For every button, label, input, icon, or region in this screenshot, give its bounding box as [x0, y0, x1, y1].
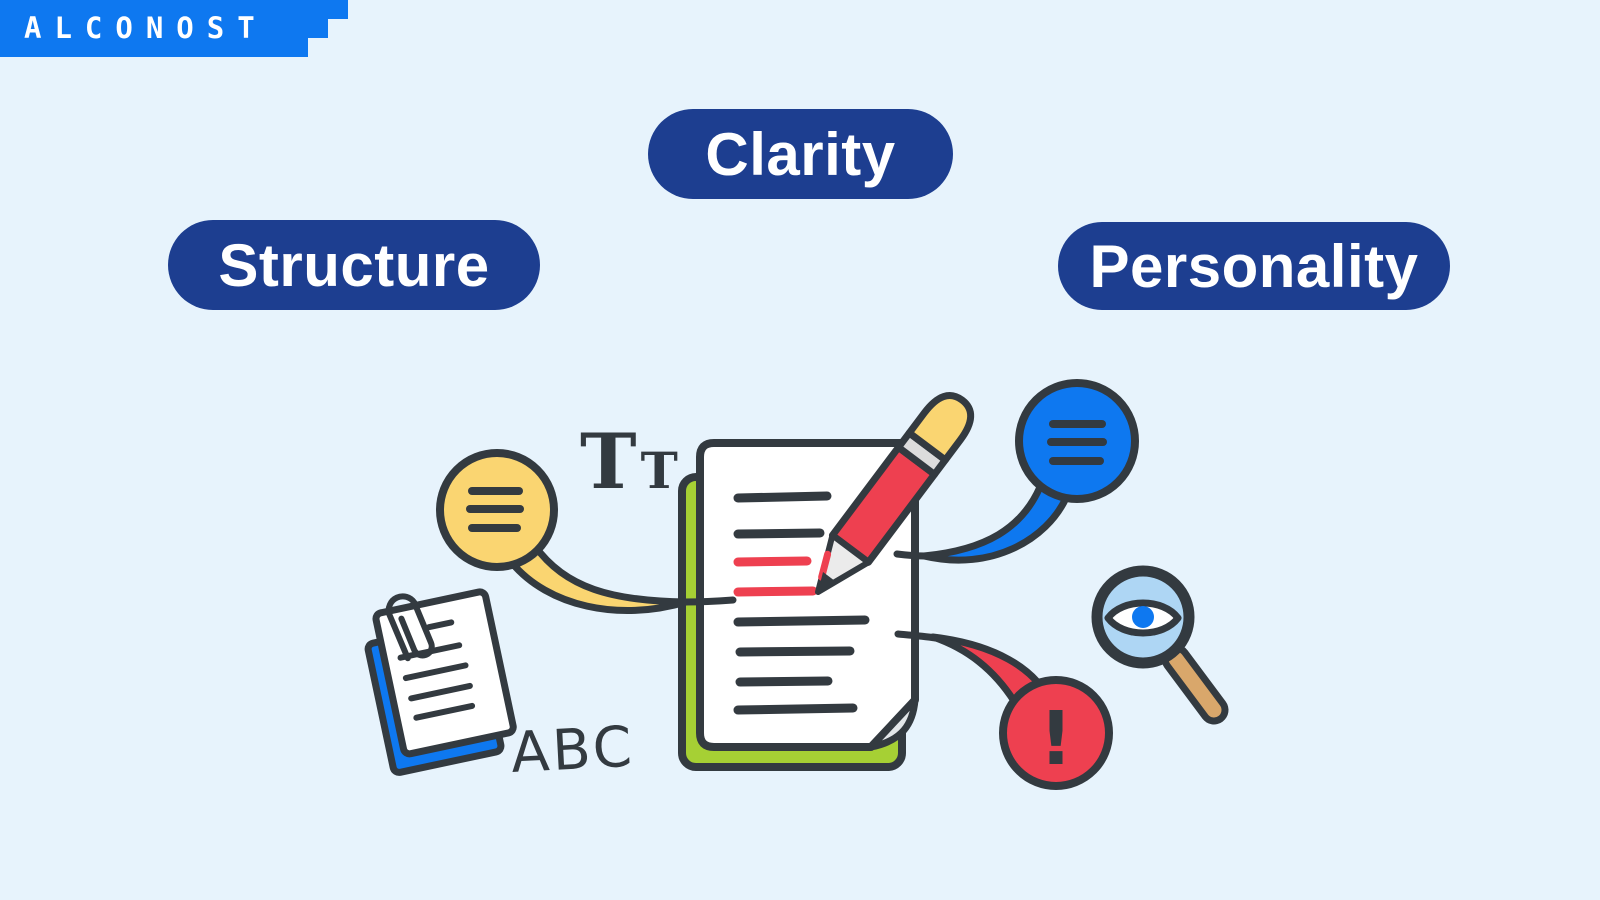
- note-line: [413, 702, 476, 721]
- red-bubble-connector-line: [894, 630, 940, 642]
- document-text-line: [735, 676, 833, 687]
- alconost-logo: ALCONOST: [0, 0, 360, 60]
- typography-large-T: T: [580, 417, 637, 506]
- typography-small-T: T: [641, 441, 678, 500]
- eye-iris: [1132, 606, 1154, 628]
- logo-text: ALCONOST: [24, 11, 268, 45]
- logo-background-bar: [0, 0, 308, 57]
- note-line: [408, 682, 473, 702]
- pencil-eraser: [905, 392, 975, 464]
- yellow-speech-bubble-icon: [436, 449, 558, 571]
- blue-bubble-tail: [920, 483, 1070, 564]
- logo-pixel-step-top: [307, 0, 348, 19]
- abc-lettering: ABC: [509, 715, 636, 786]
- typography-sample-Tt: TT: [580, 417, 678, 506]
- logo-pixel-step-middle: [307, 19, 328, 38]
- document-text-line: [735, 646, 855, 657]
- note-line: [397, 642, 463, 661]
- document-edited-line-red: [733, 556, 812, 567]
- document-text-line: [733, 615, 870, 627]
- blue-speech-bubble-icon: [1015, 379, 1139, 503]
- blue-bubble-connector-line: [893, 550, 930, 560]
- document-edited-line-red: [733, 586, 818, 597]
- clipboard-note-icon: [364, 588, 517, 776]
- yellow-bubble-connector-line: [680, 596, 737, 606]
- note-line: [402, 662, 469, 682]
- document-text-line: [733, 703, 858, 715]
- red-pencil-icon: [815, 392, 975, 595]
- yellow-bubble-tail: [508, 542, 690, 614]
- page-curl: [867, 696, 919, 751]
- badge-personality: Personality: [1058, 222, 1450, 310]
- pencil-paint-sliver: [818, 550, 832, 581]
- pencil-graphite-point: [818, 572, 836, 592]
- document-text-line: [733, 491, 832, 503]
- magnifier-handle: [1168, 651, 1222, 718]
- red-bubble-circle: [999, 676, 1113, 790]
- exclamation-bubble-icon: !: [999, 676, 1113, 790]
- exclamation-mark: !: [1039, 696, 1073, 782]
- note-line-short: [425, 619, 455, 631]
- magnifier-eye-icon: [1091, 565, 1229, 725]
- badge-clarity: Clarity: [648, 109, 953, 199]
- badge-structure: Structure: [168, 220, 540, 310]
- document-text-line: [733, 528, 825, 539]
